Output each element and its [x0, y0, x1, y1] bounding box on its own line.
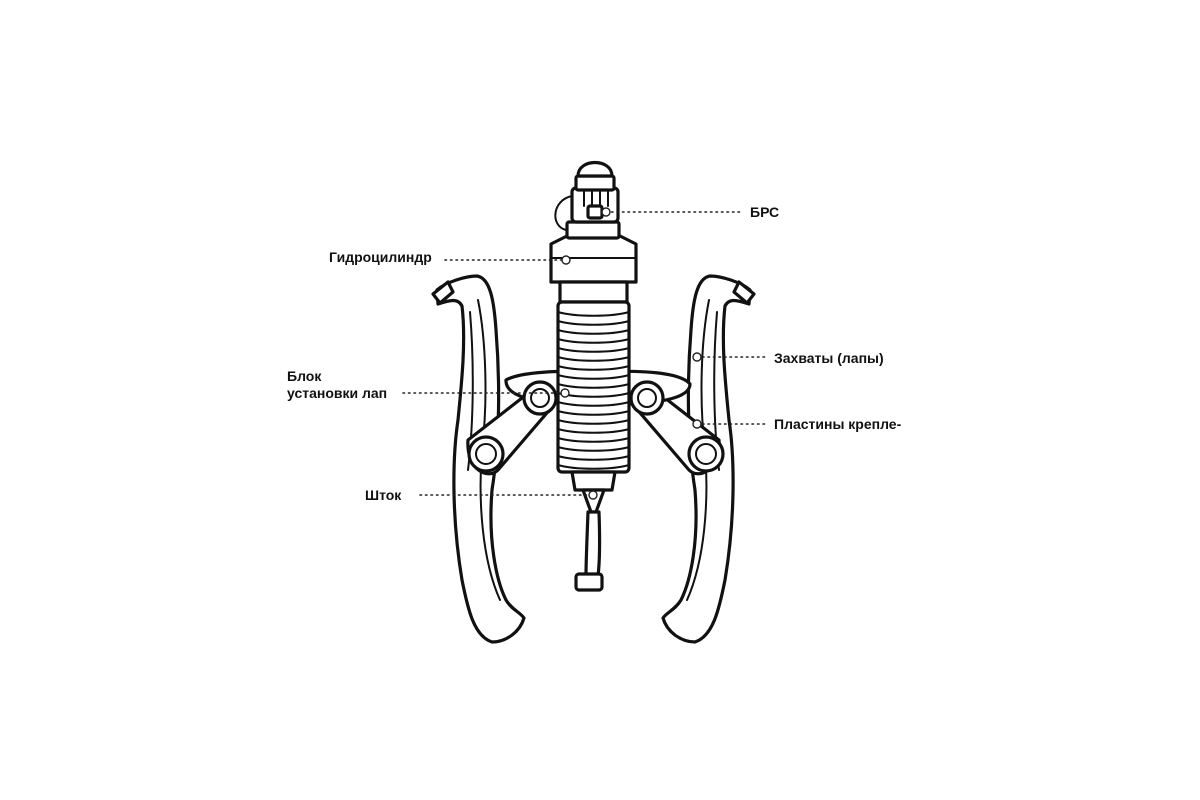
thread-ridge [557, 320, 630, 326]
label-cylinder: Гидроцилиндр [329, 249, 432, 265]
right-hook-top [732, 280, 756, 305]
thread-ridge [557, 311, 630, 317]
quick-coupler [554, 161, 621, 240]
thread-ridge [557, 410, 630, 416]
thread-ridge [557, 464, 630, 470]
thread-ridge [557, 401, 630, 407]
thread-ridge [557, 329, 630, 335]
pivot-bolts [467, 380, 725, 473]
thread-ridge [557, 374, 630, 380]
thread-ridge [557, 356, 630, 362]
thread-ridge [557, 338, 630, 344]
thread-ridge [557, 347, 630, 353]
thread-ridge [557, 383, 630, 389]
thread-ridge [557, 437, 630, 443]
thread-ridge [557, 365, 630, 371]
label-block-line1: Блок [287, 368, 322, 384]
label-claws: Захваты (лапы) [774, 350, 884, 366]
thread-ridge [557, 428, 630, 434]
label-rod: Шток [365, 487, 402, 503]
leader-lines [402, 207, 766, 500]
thread-ridge [557, 455, 630, 461]
label-plates: Пластины крепле- [774, 416, 902, 432]
hydraulic-cylinder [549, 234, 638, 492]
thread-ridge [557, 446, 630, 452]
thread-ridge [557, 419, 630, 425]
label-brs: БРС [750, 204, 780, 220]
left-hook-top [431, 280, 455, 305]
label-block-line2: установки лап [287, 385, 388, 401]
piston-rod [574, 488, 606, 592]
